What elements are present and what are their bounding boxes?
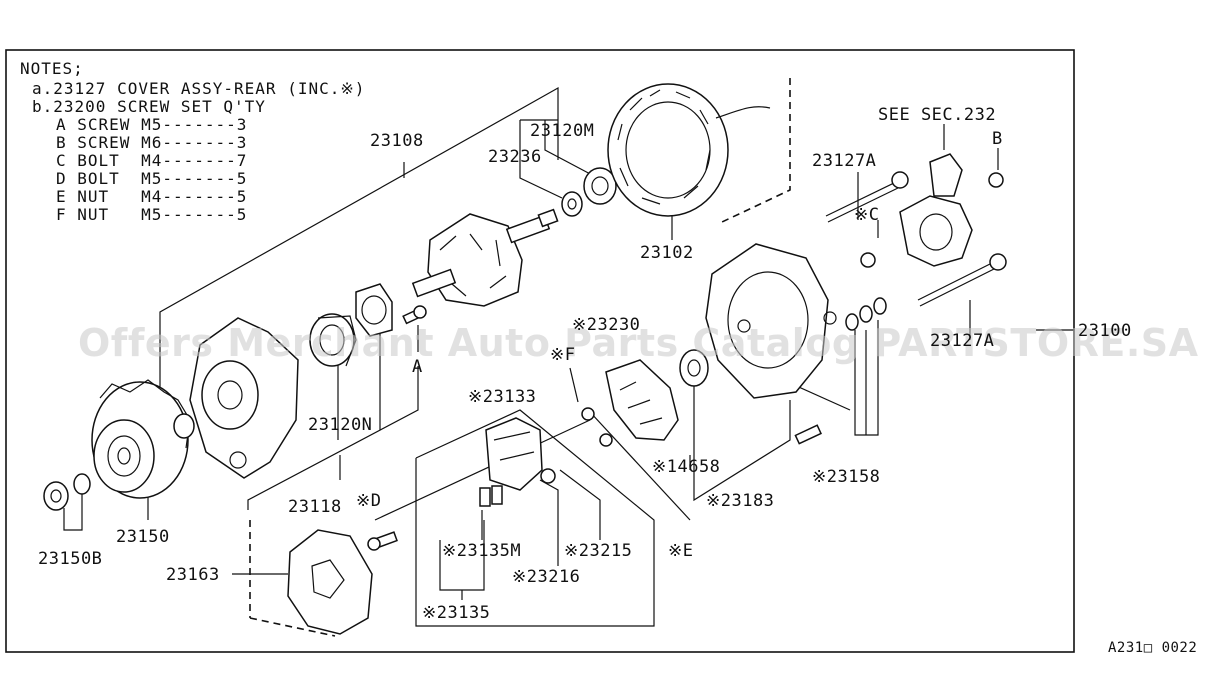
screw-d xyxy=(367,531,398,551)
label-screw-a: A xyxy=(412,357,423,377)
label-23163: 23163 xyxy=(166,565,220,585)
label-screw-b: B xyxy=(992,129,1003,149)
label-14658: ※14658 xyxy=(652,457,720,477)
label-23118: 23118 xyxy=(288,497,342,517)
notes-line-a: a.23127 COVER ASSY-REAR (INC.※) xyxy=(32,79,365,98)
label-bolt-c: ※C xyxy=(854,205,879,225)
label-23133: ※23133 xyxy=(468,387,536,407)
insulator-14658 xyxy=(679,349,709,387)
label-nut-e: ※E xyxy=(668,541,693,561)
notes-item-b: B SCREW M6-------3 xyxy=(56,133,247,152)
notes-item-c: C BOLT M4-------7 xyxy=(56,151,247,170)
label-23120n: 23120N xyxy=(308,415,372,435)
label-see-sec-232: SEE SEC.232 xyxy=(878,105,996,125)
rectifier-23230 xyxy=(581,359,679,447)
leader-23215 xyxy=(559,469,601,540)
leader-23150b xyxy=(63,492,83,531)
retainer-plate xyxy=(355,283,393,337)
label-23150b: 23150B xyxy=(38,549,102,569)
leader-23216 xyxy=(539,479,559,566)
label-23135: ※23135 xyxy=(422,603,490,623)
callout-labels: SEE SEC.232 23108 23120M 23236 23102 231… xyxy=(38,105,1132,623)
label-23150: 23150 xyxy=(116,527,170,547)
vacuum-pump xyxy=(860,153,1004,268)
bolt-23127a-top xyxy=(825,171,909,223)
label-23108: 23108 xyxy=(370,131,424,151)
watermark-text: Offers Merchant Auto Parts Catalog PARTS… xyxy=(78,321,1199,365)
bearing-23120m xyxy=(583,167,617,205)
label-23120m: 23120M xyxy=(530,121,594,141)
label-23215: ※23215 xyxy=(564,541,632,561)
bracket-bottom-front xyxy=(247,366,419,510)
leader-e xyxy=(589,411,691,521)
label-23158: ※23158 xyxy=(812,467,880,487)
dashed-stator-edge xyxy=(721,78,791,223)
leader-screw-d xyxy=(374,419,591,521)
pulley-fan-23150 xyxy=(91,379,191,499)
leader-f xyxy=(569,367,579,403)
leader-23236 xyxy=(519,120,563,199)
label-23127a-top: 23127A xyxy=(812,151,876,171)
rear-cover xyxy=(705,243,837,399)
front-housing xyxy=(173,317,299,479)
notes-item-a: A SCREW M5-------3 xyxy=(56,115,247,134)
figure-code: A231□ 0022 xyxy=(1108,640,1197,656)
diagram-frame xyxy=(5,49,1075,653)
label-23236: 23236 xyxy=(488,147,542,167)
regulator-23133 xyxy=(479,417,556,507)
notes-item-d: D BOLT M5-------5 xyxy=(56,169,247,188)
rotor-23108 xyxy=(411,208,559,307)
spacer-23236 xyxy=(561,191,583,217)
bearing-23120n xyxy=(309,313,357,367)
label-nut-f: ※F xyxy=(550,345,575,365)
label-23102: 23102 xyxy=(640,243,694,263)
cover-plate-23163 xyxy=(287,529,373,635)
label-23230: ※23230 xyxy=(572,315,640,335)
leader-23120m xyxy=(544,120,595,177)
stator-23102 xyxy=(607,83,771,217)
notes-line-b: b.23200 SCREW SET Q'TY xyxy=(32,97,266,116)
label-23216: ※23216 xyxy=(512,567,580,587)
label-23100: 23100 xyxy=(1078,321,1132,341)
label-23135m: ※23135M xyxy=(442,541,521,561)
screw-a xyxy=(402,305,427,325)
notes-item-e: E NUT M4-------5 xyxy=(56,187,247,206)
label-23183: ※23183 xyxy=(706,491,774,511)
washers-23158 xyxy=(794,297,887,445)
notes-item-f: F NUT M5-------5 xyxy=(56,205,247,224)
dashed-edge-bottom xyxy=(249,617,336,637)
leader-23183 xyxy=(693,380,791,502)
front-assy-bracket xyxy=(159,86,559,400)
regulator-box xyxy=(415,409,655,627)
label-bolt-d: ※D xyxy=(356,491,381,511)
bolt-23127a-bottom xyxy=(917,253,1007,307)
notes-block: NOTES; a.23127 COVER ASSY-REAR (INC.※) b… xyxy=(20,59,365,224)
nut-23150b xyxy=(43,473,91,511)
label-23127a-bottom: 23127A xyxy=(930,331,994,351)
notes-heading: NOTES; xyxy=(20,59,84,78)
